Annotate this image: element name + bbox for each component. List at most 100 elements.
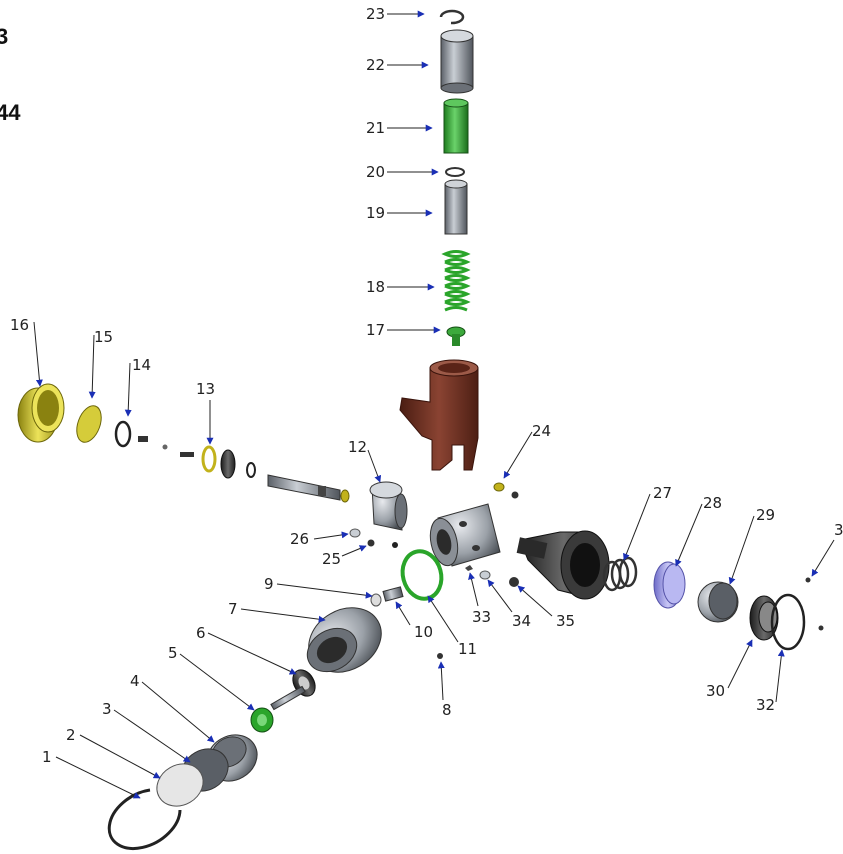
svg-text:26: 26 (290, 530, 309, 548)
svg-text:25: 25 (322, 550, 341, 568)
callout-18: 18 (366, 278, 435, 296)
svg-text:15: 15 (94, 328, 113, 346)
callout-3: 3 (102, 700, 191, 763)
part-33-34-35-small (465, 565, 519, 587)
callout-11: 11 (427, 595, 477, 658)
small-screws-left (138, 436, 194, 457)
callout-29: 29 (728, 506, 775, 585)
svg-text:7: 7 (228, 600, 238, 618)
part-2-white-disc (156, 763, 204, 807)
callout-13: 13 (196, 380, 215, 445)
part-16-yellow-sleeve (17, 383, 65, 443)
svg-text:3: 3 (102, 700, 112, 718)
svg-text:14: 14 (132, 356, 151, 374)
part-1-snap-ring (107, 788, 182, 850)
svg-text:24: 24 (532, 422, 551, 440)
callout-21: 21 (366, 119, 433, 137)
svg-text:10: 10 (414, 623, 433, 641)
part-12-collar (369, 481, 408, 531)
callout-20: 20 (366, 163, 439, 181)
callout-15: 15 (88, 328, 113, 399)
svg-text:21: 21 (366, 119, 385, 137)
housing-brown (399, 359, 479, 471)
right-small-parts (805, 577, 824, 631)
svg-text:3: 3 (834, 521, 843, 539)
callout-24: 24 (503, 422, 551, 479)
part-15-disc (76, 405, 102, 443)
callout-23: 23 (366, 5, 425, 23)
callout-5: 5 (168, 644, 255, 711)
part-18-spring (441, 250, 471, 312)
svg-text:19: 19 (366, 204, 385, 222)
svg-text:23: 23 (366, 5, 385, 23)
svg-text:34: 34 (512, 612, 531, 630)
svg-text:17: 17 (366, 321, 385, 339)
part-17-valve (446, 326, 466, 346)
svg-text:1: 1 (42, 748, 52, 766)
svg-text:8: 8 (442, 701, 452, 719)
callout-7: 7 (228, 600, 326, 623)
callout-10: 10 (395, 601, 433, 641)
callout-6: 6 (196, 624, 297, 675)
callout-25: 25 (322, 545, 367, 568)
svg-text:16: 16 (10, 316, 29, 334)
part-22-sleeve (440, 29, 474, 94)
svg-text:13: 13 (196, 380, 215, 398)
part-26-25-small-parts (349, 528, 398, 548)
part-24-fitting (493, 482, 519, 499)
svg-text:18: 18 (366, 278, 385, 296)
callout-14: 14 (124, 356, 151, 417)
callout-16: 16 (10, 316, 43, 387)
callout-35: 35 (517, 585, 575, 630)
svg-text:5: 5 (168, 644, 178, 662)
svg-text:33: 33 (472, 608, 491, 626)
part-19-pin (444, 179, 468, 235)
callout-22: 22 (366, 56, 429, 74)
header-line-2: 44 (0, 100, 21, 125)
svg-text:9: 9 (264, 575, 274, 593)
shaft (267, 474, 350, 503)
callout-4: 4 (130, 672, 215, 743)
callout-9: 9 (264, 575, 373, 599)
callout-2: 2 (66, 726, 161, 779)
svg-text:28: 28 (703, 494, 722, 512)
part-9-10-fittings (370, 586, 404, 607)
callout-17: 17 (366, 321, 441, 339)
callout-32: 32 (756, 649, 785, 714)
callout-28: 28 (675, 494, 722, 567)
part-13-ring-and-bearing (201, 445, 256, 479)
callout-8: 8 (437, 661, 452, 719)
callout-19: 19 (366, 204, 433, 222)
svg-text:11: 11 (458, 640, 477, 658)
header-line-1: 3 (0, 24, 9, 49)
svg-text:20: 20 (366, 163, 385, 181)
callout-33: 33 (468, 572, 491, 626)
svg-text:22: 22 (366, 56, 385, 74)
part-21-green-sleeve (443, 98, 469, 154)
callout-3-right: 3 (811, 521, 843, 577)
svg-text:6: 6 (196, 624, 206, 642)
part-28-lavender-piston (653, 561, 686, 609)
svg-text:2: 2 (66, 726, 76, 744)
callout-30: 30 (706, 639, 753, 700)
part-14-snap-ring (114, 420, 132, 448)
svg-text:12: 12 (348, 438, 367, 456)
part-32-snap-ring (770, 593, 806, 651)
svg-text:29: 29 (756, 506, 775, 524)
right-housing-dark (516, 530, 610, 600)
svg-text:27: 27 (653, 484, 672, 502)
part-29-cap (697, 581, 739, 623)
part-7-housing (306, 607, 382, 673)
callout-26: 26 (290, 530, 349, 548)
part-20-ring (445, 167, 465, 177)
svg-text:4: 4 (130, 672, 140, 690)
center-valve-body (429, 503, 501, 567)
callout-34: 34 (487, 579, 531, 630)
part-5-green-piston (250, 685, 306, 733)
svg-text:30: 30 (706, 682, 725, 700)
callout-27: 27 (623, 484, 672, 561)
callout-1: 1 (42, 748, 141, 799)
part-23-retaining-ring (439, 9, 465, 25)
